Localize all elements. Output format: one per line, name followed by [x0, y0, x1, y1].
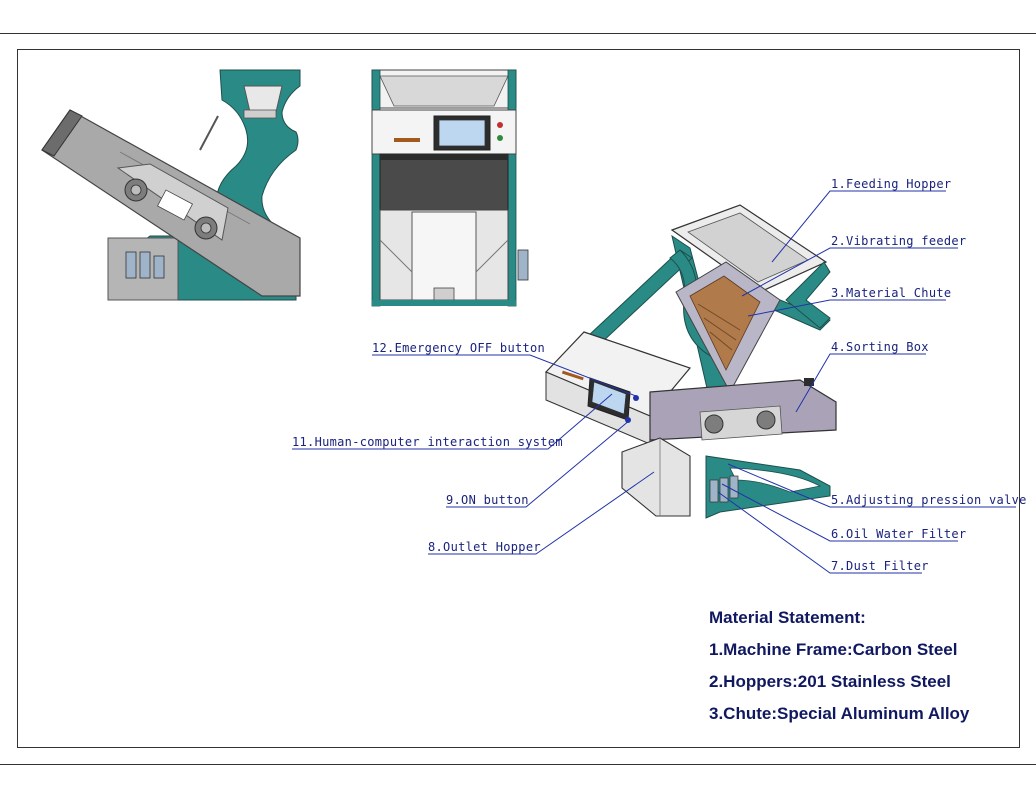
label-human-computer-interaction: 11.Human-computer interaction system: [292, 435, 563, 449]
label-feeding-hopper: 1.Feeding Hopper: [831, 177, 952, 191]
label-vibrating-feeder: 2.Vibrating feeder: [831, 234, 967, 248]
material-statement-item-2: 2.Hoppers:201 Stainless Steel: [709, 672, 951, 691]
leader-lines: [292, 190, 1016, 574]
label-adjusting-pression-valve: 5.Adjusting pression valve: [831, 493, 1027, 507]
outer-border: [0, 33, 1036, 765]
label-oil-water-filter: 6.Oil Water Filter: [831, 527, 967, 541]
material-statement-item-1: 1.Machine Frame:Carbon Steel: [709, 640, 958, 659]
label-dust-filter: 7.Dust Filter: [831, 559, 929, 573]
label-emergency-off-button: 12.Emergency OFF button: [372, 341, 546, 355]
material-statement-item-3: 3.Chute:Special Aluminum Alloy: [709, 704, 970, 723]
label-material-chute: 3.Material Chute: [831, 286, 952, 300]
material-statement-title: Material Statement:: [709, 608, 866, 627]
label-on-button: 9.ON button: [446, 493, 529, 507]
label-sorting-box: 4.Sorting Box: [831, 340, 929, 354]
side-view: [41, 69, 301, 301]
isometric-view: [544, 204, 837, 519]
drawing-border: [17, 49, 1020, 748]
front-view: [371, 69, 529, 307]
label-outlet-hopper: 8.Outlet Hopper: [428, 540, 541, 554]
